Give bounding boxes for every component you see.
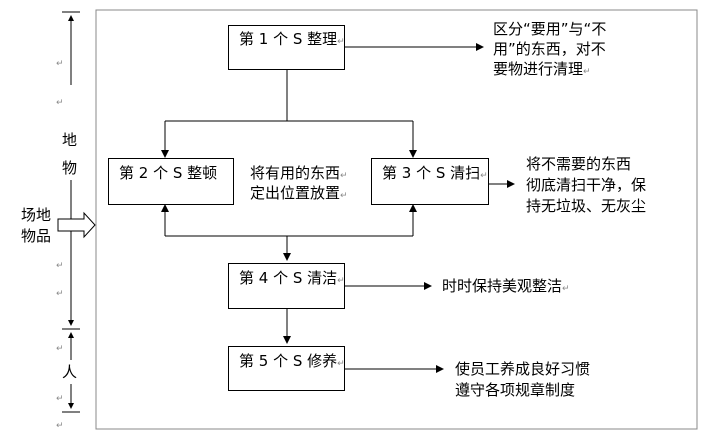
paragraph-mark: ↵	[337, 276, 345, 286]
step2-desc-line2: 定出位置放置↵	[250, 184, 348, 206]
step3-desc-line1: 将不需要的东西	[526, 155, 632, 173]
side-label-line2: 物品	[21, 227, 52, 245]
step2-label: 第 2 个 S 整顿	[119, 164, 218, 182]
scale-label-wu: 物	[62, 159, 78, 177]
block-arrow-icon	[57, 211, 96, 239]
step3-desc-line3: 持无垃圾、无灰尘	[526, 197, 647, 215]
step1-desc-line1: 区分“要用”与“不	[493, 20, 607, 38]
step2-desc-line2-text: 定出位置放置	[250, 184, 341, 202]
step4-desc-line1: 时时保持美观整洁↵	[442, 277, 570, 299]
scale-label-di: 地	[62, 131, 78, 149]
paragraph-mark: ↵	[56, 289, 64, 299]
step1-box: 第 1 个 S 整理↵	[228, 25, 345, 70]
paragraph-mark: ↵	[56, 394, 64, 404]
step1-desc-line2: 用”的东西，对不	[493, 40, 606, 58]
step2-desc-line1-text: 将有用的东西	[250, 164, 341, 182]
paragraph-mark: ↵	[56, 421, 64, 431]
paragraph-mark: ↵	[56, 261, 64, 271]
step3-label: 第 3 个 S 清扫	[382, 164, 481, 182]
step4-desc-line1-text: 时时保持美观整洁	[442, 277, 563, 295]
step4-label: 第 4 个 S 清洁	[239, 269, 338, 287]
paragraph-mark: ↵	[480, 171, 488, 181]
paragraph-mark: ↵	[337, 37, 345, 47]
paragraph-mark: ↵	[56, 344, 64, 354]
step2-box: 第 2 个 S 整顿	[108, 158, 234, 205]
step5-box: 第 5 个 S 修养↵	[228, 346, 345, 391]
step1-desc-line3: 要物进行清理↵	[493, 60, 591, 82]
step2-desc-line1: 将有用的东西↵	[250, 164, 348, 186]
scale-label-ren: 人	[62, 363, 78, 381]
step3-desc-line2: 彻底清扫干净，保	[526, 176, 647, 194]
step5-desc-line1: 使员工养成良好习惯	[455, 360, 591, 378]
paragraph-mark: ↵	[562, 284, 570, 294]
step1-desc-line3-text: 要物进行清理	[493, 60, 584, 78]
step3-box: 第 3 个 S 清扫↵	[371, 158, 489, 205]
step1-label: 第 1 个 S 整理	[239, 30, 338, 48]
side-label-line1: 场地	[21, 206, 52, 224]
paragraph-mark: ↵	[583, 67, 591, 77]
outer-frame	[95, 9, 698, 430]
step5-label: 第 5 个 S 修养	[239, 352, 338, 370]
step4-box: 第 4 个 S 清洁↵	[228, 263, 345, 309]
step5-desc-line2: 遵守各项规章制度	[455, 381, 576, 399]
paragraph-mark: ↵	[56, 98, 64, 108]
paragraph-mark: ↵	[337, 359, 345, 369]
paragraph-mark: ↵	[340, 191, 348, 201]
paragraph-mark: ↵	[56, 59, 64, 69]
paragraph-mark: ↵	[340, 171, 348, 181]
